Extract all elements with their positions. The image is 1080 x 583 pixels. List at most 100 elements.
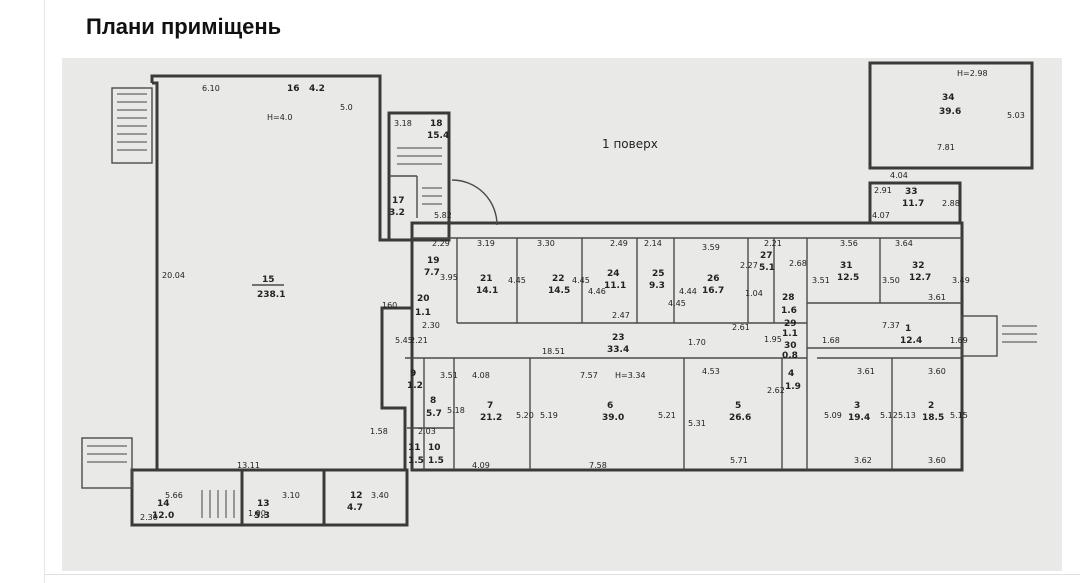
svg-text:1.5: 1.5	[408, 456, 424, 466]
svg-text:12.0: 12.0	[152, 511, 174, 521]
room-13: 135.3	[254, 499, 270, 521]
svg-text:1.1: 1.1	[782, 329, 798, 339]
svg-text:7.81: 7.81	[937, 143, 955, 152]
svg-text:7.57: 7.57	[580, 371, 598, 380]
svg-text:5.7: 5.7	[426, 409, 442, 419]
svg-text:7.7: 7.7	[424, 268, 440, 278]
svg-text:24: 24	[607, 269, 620, 279]
svg-text:5.12: 5.12	[880, 411, 898, 420]
svg-text:1.95: 1.95	[764, 335, 782, 344]
svg-text:2.61: 2.61	[732, 323, 750, 332]
room-12: 124.7	[347, 491, 363, 513]
svg-text:12.5: 12.5	[837, 273, 859, 283]
svg-text:21.2: 21.2	[480, 413, 502, 423]
svg-text:2.62: 2.62	[767, 386, 785, 395]
svg-text:13.11: 13.11	[237, 461, 260, 470]
svg-text:4.44: 4.44	[679, 287, 697, 296]
svg-text:4.53: 4.53	[702, 367, 720, 376]
svg-text:17: 17	[392, 196, 405, 206]
svg-text:1.9: 1.9	[785, 382, 801, 392]
svg-text:2.68: 2.68	[789, 259, 807, 268]
room-9: 91.2	[407, 369, 423, 391]
svg-text:3.49: 3.49	[952, 276, 970, 285]
svg-text:11.1: 11.1	[604, 281, 626, 291]
svg-text:16.7: 16.7	[702, 286, 724, 296]
svg-text:1.69: 1.69	[950, 336, 968, 345]
svg-text:1.04: 1.04	[745, 289, 763, 298]
svg-text:4.04: 4.04	[890, 171, 908, 180]
room-3: 319.4	[848, 401, 870, 423]
room-20: 201.1	[415, 294, 431, 318]
svg-text:2.14: 2.14	[644, 239, 662, 248]
svg-text:1.68: 1.68	[822, 336, 840, 345]
svg-text:3.19: 3.19	[477, 239, 495, 248]
svg-text:5.3: 5.3	[254, 511, 270, 521]
svg-text:13: 13	[257, 499, 270, 509]
room-25: 259.3	[649, 269, 665, 291]
page-title: Плани приміщень	[86, 14, 282, 39]
svg-text:3.2: 3.2	[389, 208, 405, 218]
svg-text:39.0: 39.0	[602, 413, 624, 423]
svg-text:160: 160	[382, 301, 397, 310]
svg-text:6.10: 6.10	[202, 84, 220, 93]
svg-text:14.5: 14.5	[548, 286, 570, 296]
svg-text:0.8: 0.8	[782, 351, 798, 361]
svg-text:238.1: 238.1	[257, 290, 285, 300]
svg-text:2.29: 2.29	[432, 239, 450, 248]
svg-text:15.4: 15.4	[427, 131, 449, 141]
svg-text:4.07: 4.07	[872, 211, 890, 220]
svg-text:5.15: 5.15	[950, 411, 968, 420]
svg-text:19.4: 19.4	[848, 413, 870, 423]
svg-text:10: 10	[428, 443, 441, 453]
svg-text:5.19: 5.19	[540, 411, 558, 420]
room-6: 639.0	[602, 401, 624, 423]
room-11: 111.5	[408, 443, 424, 466]
svg-text:4.45: 4.45	[508, 276, 526, 285]
svg-text:7.58: 7.58	[589, 461, 607, 470]
svg-text:2.27: 2.27	[740, 261, 758, 270]
svg-text:4: 4	[788, 369, 794, 379]
svg-text:8: 8	[430, 396, 436, 406]
svg-text:28: 28	[782, 293, 795, 303]
svg-text:3.60: 3.60	[928, 456, 946, 465]
svg-text:30: 30	[784, 341, 797, 351]
svg-text:3.60: 3.60	[928, 367, 946, 376]
outer-walls	[81, 61, 1034, 527]
svg-text:26: 26	[707, 274, 720, 284]
svg-text:4.09: 4.09	[472, 461, 490, 470]
svg-text:2.88: 2.88	[942, 199, 960, 208]
svg-text:3.10: 3.10	[282, 491, 300, 500]
svg-text:21: 21	[480, 274, 493, 284]
svg-text:5.03: 5.03	[1007, 111, 1025, 120]
svg-text:5.66: 5.66	[165, 491, 183, 500]
svg-text:2.49: 2.49	[610, 239, 628, 248]
svg-text:1: 1	[905, 324, 911, 334]
room-28: 281.6	[781, 293, 797, 316]
svg-text:20.04: 20.04	[162, 271, 185, 280]
svg-text:5.71: 5.71	[730, 456, 748, 465]
svg-text:4.2: 4.2	[309, 84, 325, 94]
svg-text:7.37: 7.37	[882, 321, 900, 330]
svg-text:2.47: 2.47	[612, 311, 630, 320]
room-24: 24 11.1	[604, 269, 626, 291]
svg-text:5.18: 5.18	[447, 406, 465, 415]
room-26: 26 16.7	[702, 274, 724, 296]
dimension-labels: 6.10 5.0 H=4.0 20.04 160 5.45 1.58 13.11…	[140, 69, 1025, 522]
svg-text:4.45: 4.45	[572, 276, 590, 285]
svg-text:5.31: 5.31	[688, 419, 706, 428]
svg-text:39.6: 39.6	[939, 107, 961, 117]
svg-text:7: 7	[487, 401, 493, 411]
svg-text:3.95: 3.95	[440, 273, 458, 282]
svg-text:32: 32	[912, 261, 925, 271]
room-29: 291.1	[782, 319, 798, 339]
svg-text:1.58: 1.58	[370, 427, 388, 436]
stair-arc	[451, 179, 498, 226]
